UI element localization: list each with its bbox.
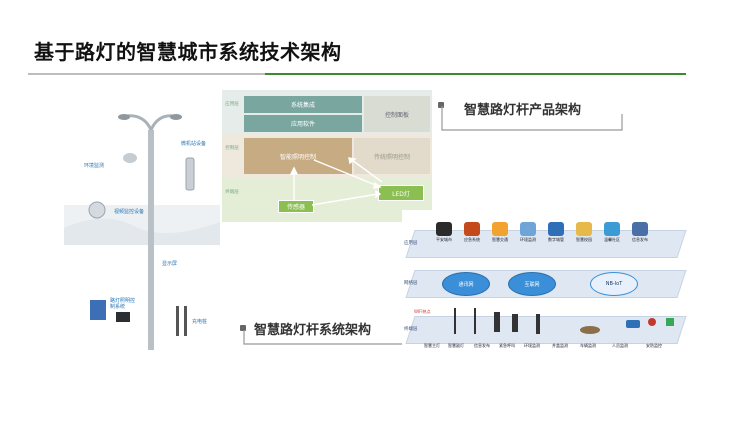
pole-label-video: 视频监控设备 (114, 209, 145, 215)
info-release-icon (632, 222, 648, 236)
app-label-5: 数字城管 (548, 237, 564, 242)
terminal-label-3: 信息发布 (474, 343, 490, 348)
arch-block-led: LED灯 (378, 185, 424, 201)
arch-side-label-control: 控制层 (225, 146, 239, 151)
app-label-8: 信息发布 (632, 237, 648, 242)
product-architecture-callout: 智慧路灯杆产品架构 (464, 103, 582, 118)
terminal-label-7: 车辆监测 (580, 343, 596, 348)
cloud-comm-network: 通讯网 (442, 272, 490, 296)
callout-dot-system (240, 325, 246, 331)
layer-label-app: 应用层 (404, 241, 418, 246)
streetlight-pole-illustration: 微机站设备 环境监测 视频监控设备 显示屏 路灯照明控制系统 充电桩 (64, 110, 220, 350)
layer-label-network: 网络层 (404, 281, 418, 286)
app-label-6: 智慧校园 (576, 237, 592, 242)
page-title: 基于路灯的智慧城市系统技术架构 (34, 40, 342, 64)
system-architecture-panel: 应用层 网络层 终端层 平安城市 应急系统 智慧交通 环境监测 数字城管 智慧校… (402, 210, 688, 356)
terminal-label-2: 智慧副灯 (448, 343, 464, 348)
app-label-2: 应急系统 (464, 237, 480, 242)
pole-label-environment: 环境监测 (84, 163, 105, 169)
cloud-nb-iot: NB-IoT (590, 272, 638, 296)
pole-label-lighting: 路灯照明控制系统 (110, 298, 136, 310)
arch-block-traditional-control: 传统照明控制 (354, 138, 430, 174)
emergency-icon (464, 222, 480, 236)
arch-block-integration: 系统集成 (244, 96, 362, 113)
app-label-3: 智慧交通 (492, 237, 508, 242)
title-divider (28, 73, 686, 75)
terminal-label-5: 环境监测 (524, 343, 540, 348)
arch-block-sensor: 传感器 (278, 200, 314, 213)
wifi-label: WIFI热点 (414, 309, 431, 314)
campus-icon (576, 222, 592, 236)
arch-block-control-panel: 控制面板 (364, 96, 430, 132)
pole-label-charger: 充电桩 (192, 319, 208, 325)
safe-city-icon (436, 222, 452, 236)
terminal-label-1: 智慧主灯 (424, 343, 440, 348)
system-callout-line (243, 330, 402, 345)
pole-label-microstation: 微机站设备 (181, 141, 207, 147)
app-label-7: 温馨社区 (604, 237, 620, 242)
environment-icon (520, 222, 536, 236)
layer-label-terminal: 终端层 (404, 327, 418, 332)
product-callout-line (441, 106, 623, 131)
system-architecture-callout: 智慧路灯杆系统架构 (254, 323, 372, 338)
city-management-icon (548, 222, 564, 236)
terminal-label-6: 井盖监测 (552, 343, 568, 348)
arch-block-software: 应用软件 (244, 115, 362, 132)
arch-side-label-terminal: 终端层 (225, 190, 239, 195)
terminal-devices (454, 308, 674, 334)
terminal-label-9: 安防监控 (646, 343, 662, 348)
arch-arrows (289, 157, 383, 206)
terminal-label-4: 紧急呼叫 (499, 343, 515, 348)
terminal-label-8: 人员监测 (612, 343, 628, 348)
arch-side-label-app: 应用层 (225, 102, 239, 107)
callout-dot-product (438, 102, 444, 108)
pole-label-display: 显示屏 (162, 261, 178, 267)
pole-graphic (64, 114, 220, 350)
cloud-internet: 互联网 (508, 272, 556, 296)
community-icon (604, 222, 620, 236)
product-architecture-panel: 应用层 控制层 终端层 系统集成 应用软件 控制面板 智能照明控制 传统照明控制… (222, 90, 432, 222)
traffic-icon (492, 222, 508, 236)
app-label-4: 环境监测 (520, 237, 536, 242)
app-label-1: 平安城市 (436, 237, 452, 242)
